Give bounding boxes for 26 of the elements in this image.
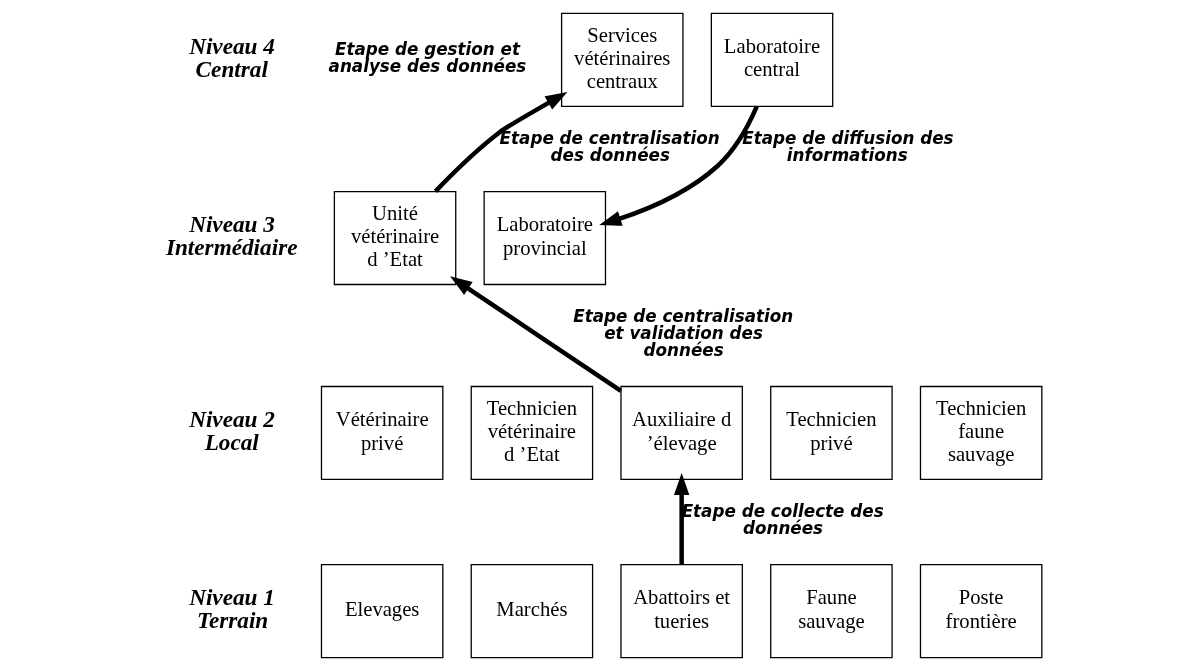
node-box: Faune sauvage: [770, 564, 893, 659]
node-box: Marchés: [470, 564, 594, 659]
node-box: Laboratoire provincial: [483, 190, 607, 286]
edge-label: Etape de diffusion des informations: [742, 128, 954, 166]
node-box: Elevages: [320, 564, 444, 659]
node-box: Vétérinaire privé: [320, 385, 444, 481]
node-box: Technicien privé: [770, 385, 893, 481]
node-box: Unité vétérinaire d ’Etat: [333, 190, 457, 286]
node-box: Technicien faune sauvage: [919, 385, 1043, 481]
label: Etape de gestion et analyse des données: [328, 39, 527, 77]
label: Niveau 4 Central: [189, 32, 275, 83]
node-box: Laboratoire central: [710, 12, 834, 107]
label: Niveau 3 Intermédiaire: [165, 211, 298, 261]
node-box: Poste frontière: [919, 564, 1043, 659]
node-box: Services vétérinaires centraux: [560, 12, 684, 107]
label: Niveau 2 Local: [189, 406, 275, 456]
edge-label: Etape de centralisation des données: [499, 128, 720, 166]
label: Niveau 1 Terrain: [189, 584, 275, 634]
arrow: [450, 276, 623, 393]
node-box: Auxiliaire d ’élevage: [620, 385, 743, 481]
node-box: Abattoirs et tueries: [620, 564, 743, 659]
node-box: Technicien vétérinaire d ’Etat: [470, 385, 594, 481]
arrow: [433, 92, 568, 193]
arrow: [673, 473, 690, 565]
edge-label: Etape de centralisation et validation des données: [573, 306, 794, 361]
arrow: [599, 105, 759, 226]
